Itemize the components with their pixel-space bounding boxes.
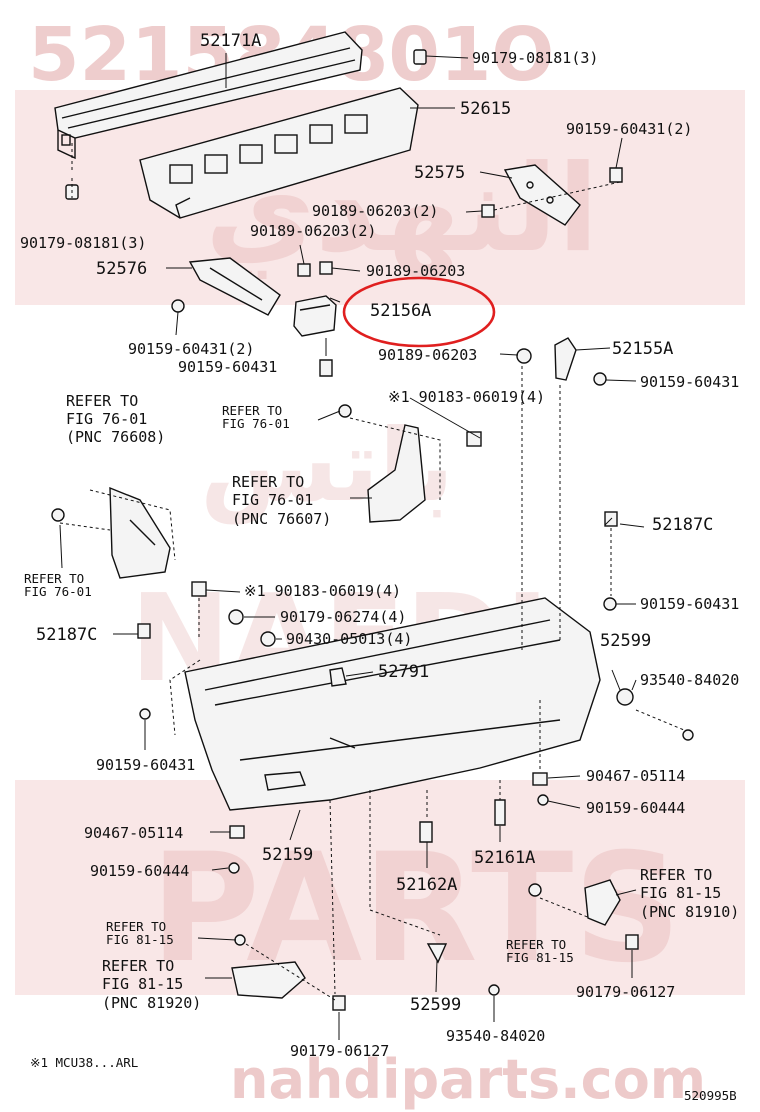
- label-90430-05013[interactable]: 90430-05013(4): [286, 630, 412, 648]
- highlight-52156A: [342, 276, 496, 348]
- refer-81920-line1: REFER TO: [102, 957, 174, 975]
- refer-81910-line3: (PNC 81910): [640, 903, 739, 921]
- label-52576[interactable]: 52576: [96, 259, 147, 279]
- refer-fig76-a-line1: REFER TO: [222, 403, 282, 418]
- label-52575[interactable]: 52575: [414, 163, 465, 183]
- label-90159-60444-right[interactable]: 90159-60444: [586, 799, 685, 817]
- fasteners: [51, 49, 694, 1011]
- leader-lines: [59, 53, 685, 1040]
- watermark-band-bottom: [15, 780, 745, 995]
- energy-absorber-52615: [139, 87, 419, 219]
- label-90159-60431-d[interactable]: 90159-60431: [640, 595, 739, 613]
- refer-76607-line3: (PNC 76607): [232, 510, 331, 528]
- refer-fig81-b-line1: REFER TO: [506, 937, 566, 952]
- footnote: ※1 MCU38...ARL: [30, 1055, 138, 1070]
- label-52615[interactable]: 52615: [460, 99, 511, 119]
- label-90183-06019-b[interactable]: ※1 90183-06019(4): [244, 582, 401, 600]
- label-90179-08181-left[interactable]: 90179-08181(3): [20, 234, 146, 252]
- refer-fig76-b-line1: REFER TO: [24, 571, 84, 586]
- refer-81920-line2: FIG 81-15: [102, 975, 183, 993]
- bumper-cover-52159: [184, 597, 601, 811]
- label-52156A[interactable]: 52156A: [370, 301, 431, 321]
- reflector-81910: [584, 879, 621, 926]
- label-90189-06203-2a[interactable]: 90189-06203(2): [312, 202, 438, 220]
- retainer-52155A: [554, 337, 577, 381]
- label-52187C-right[interactable]: 52187C: [652, 515, 713, 535]
- refer-81910-line1: REFER TO: [640, 866, 712, 884]
- label-90189-06203-c[interactable]: 90189-06203: [366, 262, 465, 280]
- refer-76607-line1: REFER TO: [232, 473, 304, 491]
- label-90159-60431-c[interactable]: 90159-60431: [640, 373, 739, 391]
- label-52791[interactable]: 52791: [378, 662, 429, 682]
- label-90467-05114-left[interactable]: 90467-05114: [84, 824, 183, 842]
- refer-fig81-a-line2: FIG 81-15: [106, 932, 174, 947]
- refer-76608-line3: (PNC 76608): [66, 428, 165, 446]
- label-52599-top[interactable]: 52599: [600, 631, 651, 651]
- label-90467-05114-right[interactable]: 90467-05114: [586, 767, 685, 785]
- label-90179-06274[interactable]: 90179-06274(4): [280, 608, 406, 626]
- figure-code: 520995B: [684, 1088, 737, 1103]
- label-90159-60431-a[interactable]: 90159-60431(2): [566, 120, 692, 138]
- label-52187C-left[interactable]: 52187C: [36, 625, 97, 645]
- refer-76608-line1: REFER TO: [66, 392, 138, 410]
- reflector-81920: [231, 961, 306, 999]
- label-52161A[interactable]: 52161A: [474, 848, 535, 868]
- mudguard-76608: [109, 486, 171, 579]
- refer-fig81-b-line2: FIG 81-15: [506, 950, 574, 965]
- label-90179-08181-top[interactable]: 90179-08181(3): [472, 49, 598, 67]
- label-52159[interactable]: 52159: [262, 845, 313, 865]
- label-90189-06203-2b[interactable]: 90189-06203(2): [250, 222, 376, 240]
- refer-fig81-a-line1: REFER TO: [106, 919, 166, 934]
- reinforcement-bar-52171A: [54, 31, 363, 160]
- bracket-52575: [503, 164, 581, 226]
- part-labels: 52171A 90179-08181(3) 52615 90159-60431(…: [20, 31, 739, 1103]
- label-90159-60431-b[interactable]: 90159-60431: [178, 358, 277, 376]
- label-90159-60431-e[interactable]: 90159-60431: [96, 756, 195, 774]
- label-52162A[interactable]: 52162A: [396, 875, 457, 895]
- part-drawings: [51, 31, 694, 1011]
- label-90159-60444-left[interactable]: 90159-60444: [90, 862, 189, 880]
- label-52599-bottom[interactable]: 52599: [410, 995, 461, 1015]
- mudguard-76607: [367, 424, 426, 523]
- label-90159-60431-2[interactable]: 90159-60431(2): [128, 340, 254, 358]
- bracket-52576: [188, 257, 281, 316]
- label-93540-84020-bottom[interactable]: 93540-84020: [446, 1027, 545, 1045]
- label-90183-06019-a[interactable]: ※1 90183-06019(4): [388, 388, 545, 406]
- label-90189-06203-d[interactable]: 90189-06203: [378, 346, 477, 364]
- refer-81920-line3: (PNC 81920): [102, 994, 201, 1012]
- refer-fig76-b-line2: FIG 76-01: [24, 584, 92, 599]
- label-90179-06127-right[interactable]: 90179-06127: [576, 983, 675, 1001]
- watermark-brand: nahdiparts.com: [230, 1048, 706, 1111]
- label-52155A[interactable]: 52155A: [612, 339, 673, 359]
- label-90179-06127-bottom[interactable]: 90179-06127: [290, 1042, 389, 1060]
- label-93540-84020-top[interactable]: 93540-84020: [640, 671, 739, 689]
- label-52171A[interactable]: 52171A: [200, 31, 261, 51]
- refer-76607-line2: FIG 76-01: [232, 491, 313, 509]
- refer-76608-line2: FIG 76-01: [66, 410, 147, 428]
- refer-81910-line2: FIG 81-15: [640, 884, 721, 902]
- retainer-52156A: [293, 295, 337, 337]
- refer-fig76-a-line2: FIG 76-01: [222, 416, 290, 431]
